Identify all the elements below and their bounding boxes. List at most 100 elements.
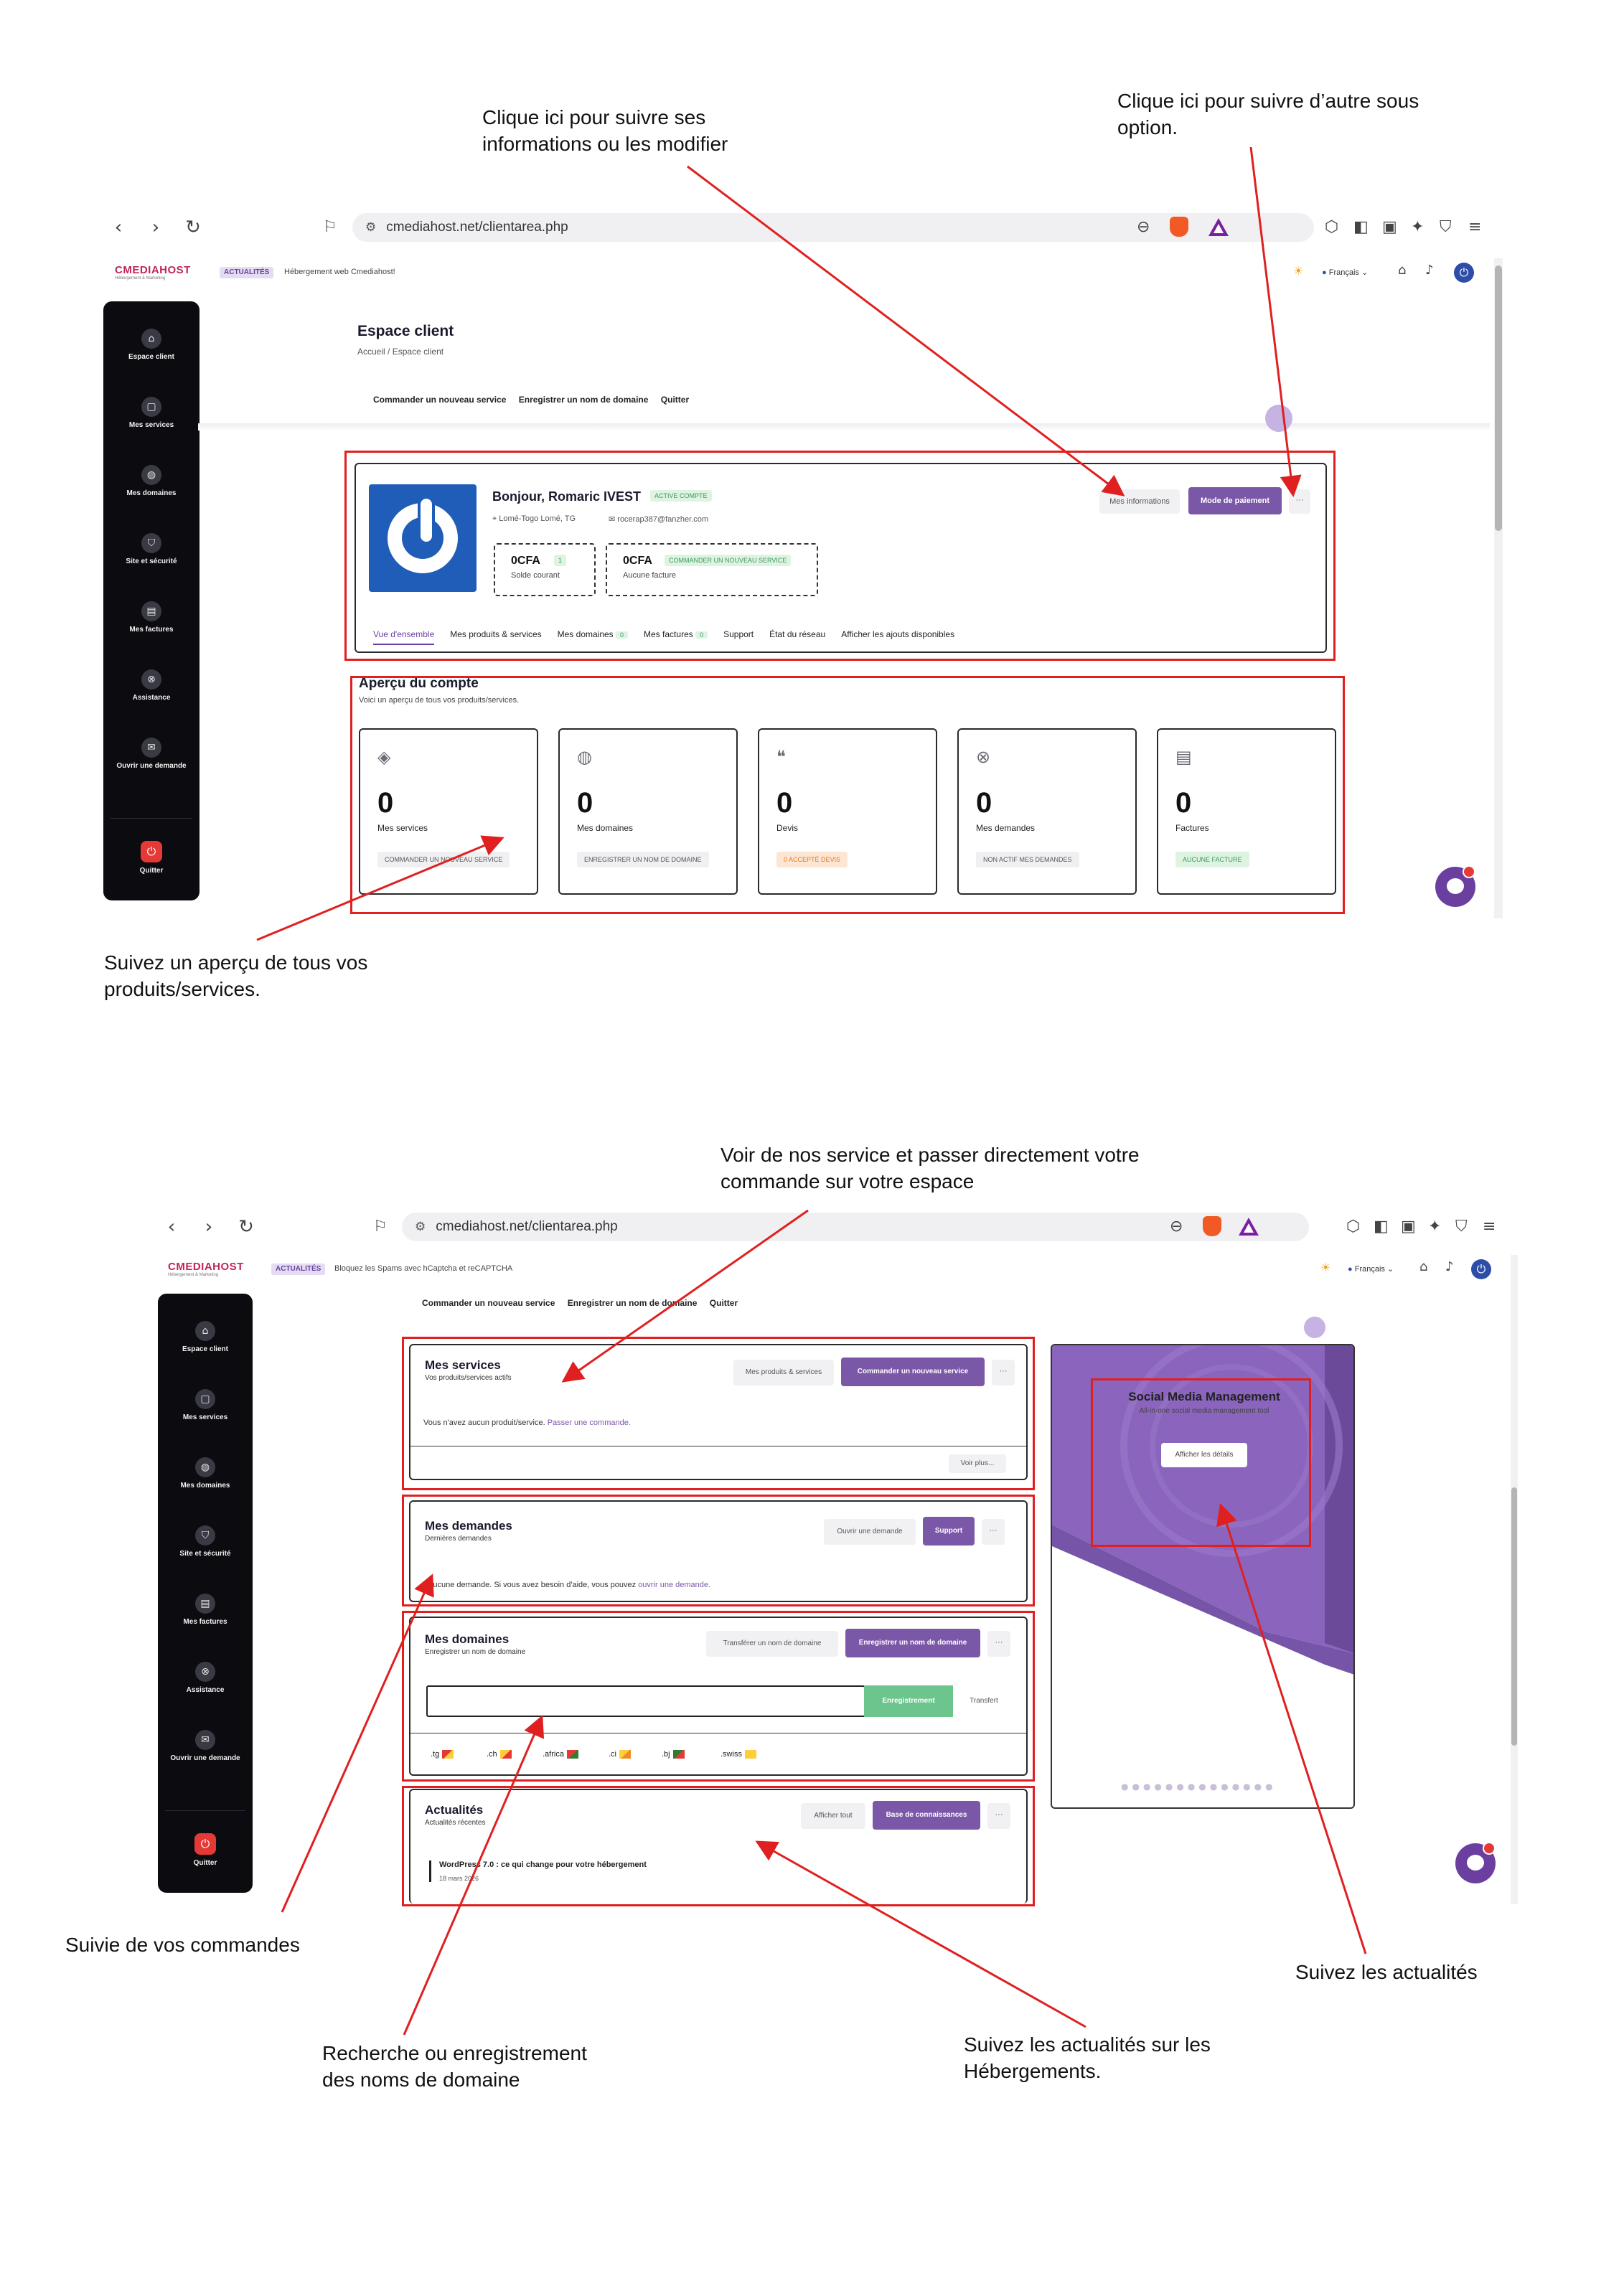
chevron-right-icon[interactable]: › [205, 1216, 213, 1238]
sidebar-item-assistance[interactable]: ⊗Assistance [158, 1662, 253, 1694]
tld-africa[interactable]: .africa [543, 1750, 578, 1759]
subnav-order[interactable]: Commander un nouveau service [422, 1298, 555, 1308]
leo-icon[interactable]: ✦ [1411, 218, 1424, 236]
products-services-button[interactable]: Mes produits & services [733, 1360, 834, 1385]
subnav-register-domain[interactable]: Enregistrer un nom de domaine [567, 1298, 698, 1308]
domain-register-submit[interactable]: Enregistrement [864, 1685, 953, 1717]
extensions-icon[interactable]: ⬡ [1325, 218, 1339, 236]
account-power-icon[interactable]: ⏻ [1471, 1259, 1491, 1279]
brave-shield-icon[interactable] [1203, 1216, 1221, 1236]
chat-icon[interactable] [1435, 865, 1475, 907]
news-item-title[interactable]: WordPress 7.0 : ce qui change pour votre… [439, 1860, 647, 1869]
sidebar-item-security[interactable]: ⛉Site et sécurité [158, 1525, 253, 1558]
vpn-icon[interactable]: ⛉ [1455, 1218, 1468, 1236]
subnav-order[interactable]: Commander un nouveau service [373, 395, 507, 405]
open-request-button[interactable]: Ouvrir une demande [824, 1519, 916, 1545]
stat-card-requests[interactable]: ⊗ 0 Mes demandes NON ACTIF MES DEMANDES [957, 728, 1137, 895]
show-all-button[interactable]: Afficher tout [801, 1803, 865, 1829]
tld-bj[interactable]: .bj [662, 1750, 685, 1759]
tab-domains[interactable]: Mes domaines 0 [558, 629, 629, 639]
menu-icon[interactable]: ≡ [1468, 218, 1482, 236]
sidebar-item-security[interactable]: ⛉Site et sécurité [103, 533, 200, 565]
sidebar-item-ticket[interactable]: ✉Ouvrir une demande [103, 738, 200, 770]
open-request-link[interactable]: ouvrir une demande. [638, 1581, 711, 1589]
sidebar-quit[interactable]: ⏻Quitter [158, 1833, 253, 1867]
requests-more-button[interactable]: ··· [982, 1519, 1005, 1545]
stat-pill[interactable]: AUCUNE FACTURE [1175, 852, 1249, 867]
chevron-left-icon[interactable]: ‹ [114, 217, 123, 238]
subnav-quit[interactable]: Quitter [660, 395, 690, 405]
cart-icon[interactable]: ⌂ [1419, 1259, 1428, 1274]
knowledge-base-button[interactable]: Base de connaissances [873, 1801, 980, 1830]
tab-network-status[interactable]: État du réseau [769, 629, 826, 639]
chat-icon[interactable] [1455, 1842, 1496, 1883]
tld-ch[interactable]: .ch [487, 1750, 512, 1759]
domains-more-button[interactable]: ··· [987, 1631, 1010, 1657]
language-select[interactable]: ● Français ⌄ [1348, 1265, 1394, 1274]
scrollbar-thumb[interactable] [1495, 265, 1502, 531]
order-service-button[interactable]: Commander un nouveau service [841, 1358, 985, 1386]
sidebar-item-services[interactable]: ▢Mes services [103, 397, 200, 429]
sidebar-item-invoices[interactable]: ▤Mes factures [103, 601, 200, 634]
theme-icon[interactable]: ☀ [1320, 1261, 1331, 1274]
stat-pill[interactable]: 0 ACCEPTÉ DEVIS [776, 852, 848, 867]
sidebar-item-espace-client[interactable]: ⌂Espace client [158, 1321, 253, 1353]
stat-pill[interactable]: COMMANDER UN NOUVEAU SERVICE [377, 852, 510, 867]
sidebar-item-espace-client[interactable]: ⌂Espace client [103, 329, 200, 361]
invoice-badge[interactable]: COMMANDER UN NOUVEAU SERVICE [665, 555, 792, 566]
sidebar-toggle-icon[interactable]: ◧ [1374, 1218, 1389, 1236]
floating-widget[interactable] [1304, 1317, 1325, 1338]
subnav-quit[interactable]: Quitter [709, 1298, 738, 1308]
payment-method-button[interactable]: Mode de paiement [1188, 487, 1282, 514]
stat-card-domains[interactable]: ◍ 0 Mes domaines ENREGISTRER UN NOM DE D… [558, 728, 738, 895]
menu-icon[interactable]: ≡ [1483, 1218, 1496, 1236]
domain-transfer-submit[interactable]: Transfert [953, 1685, 1015, 1717]
breadcrumb-home[interactable]: Accueil [357, 347, 385, 357]
chevron-left-icon[interactable]: ‹ [167, 1216, 176, 1238]
zoom-icon[interactable]: ⊖ [1170, 1218, 1183, 1236]
domain-search-input[interactable] [426, 1685, 865, 1717]
tld-tg[interactable]: .tg [431, 1750, 454, 1759]
sidebar-item-assistance[interactable]: ⊗Assistance [103, 669, 200, 702]
bookmark-icon[interactable]: ⚐ [323, 218, 337, 236]
bell-icon[interactable]: ♪ [1445, 1259, 1454, 1274]
place-order-link[interactable]: Passer une commande. [547, 1418, 631, 1427]
stat-pill[interactable]: NON ACTIF MES DEMANDES [976, 852, 1079, 867]
leo-icon[interactable]: ✦ [1428, 1218, 1442, 1236]
tab-invoices[interactable]: Mes factures 0 [644, 629, 708, 639]
theme-icon[interactable]: ☀ [1293, 264, 1304, 278]
sidebar-item-invoices[interactable]: ▤Mes factures [158, 1594, 253, 1626]
zoom-icon[interactable]: ⊖ [1137, 218, 1150, 236]
extensions-icon[interactable]: ⬡ [1346, 1218, 1361, 1236]
stat-card-quotes[interactable]: ❝ 0 Devis 0 ACCEPTÉ DEVIS [758, 728, 937, 895]
stat-pill[interactable]: ENREGISTRER UN NOM DE DOMAINE [577, 852, 709, 867]
tab-support[interactable]: Support [723, 629, 754, 639]
url-bar[interactable]: ⚙ cmediahost.net/clientarea.php [352, 213, 1314, 242]
promo-details-button[interactable]: Afficher les détails [1161, 1443, 1247, 1467]
sidebar-quit[interactable]: ⏻Quitter [103, 841, 200, 875]
tab-addons[interactable]: Afficher les ajouts disponibles [841, 629, 955, 639]
sidebar-item-ticket[interactable]: ✉Ouvrir une demande [158, 1730, 253, 1762]
subnav-register-domain[interactable]: Enregistrer un nom de domaine [518, 395, 649, 405]
bell-icon[interactable]: ♪ [1425, 263, 1434, 278]
sidebar-item-domains[interactable]: ◍Mes domaines [158, 1457, 253, 1490]
bookmark-icon[interactable]: ⚐ [373, 1218, 388, 1236]
site-settings-icon[interactable]: ⚙ [415, 1220, 426, 1234]
cart-icon[interactable]: ⌂ [1398, 263, 1407, 278]
register-domain-button[interactable]: Enregistrer un nom de domaine [845, 1629, 980, 1657]
account-power-icon[interactable]: ⏻ [1454, 263, 1474, 283]
chevron-right-icon[interactable]: › [151, 217, 160, 238]
promo-banner[interactable]: Social Media Management All-in-one socia… [1051, 1344, 1355, 1809]
wallet-icon[interactable]: ▣ [1401, 1218, 1416, 1236]
scrollbar-thumb[interactable] [1511, 1487, 1517, 1746]
sidebar-item-domains[interactable]: ◍Mes domaines [103, 465, 200, 497]
news-ticker[interactable]: Bloquez les Spams avec hCaptcha et reCAP… [334, 1264, 513, 1273]
reload-icon[interactable]: ↻ [238, 1216, 254, 1238]
language-select[interactable]: ● Français ⌄ [1322, 268, 1369, 277]
rewards-icon[interactable] [1208, 218, 1229, 236]
brave-shield-icon[interactable] [1170, 217, 1188, 237]
stat-card-invoices[interactable]: ▤ 0 Factures AUCUNE FACTURE [1157, 728, 1336, 895]
wallet-icon[interactable]: ▣ [1382, 218, 1397, 236]
